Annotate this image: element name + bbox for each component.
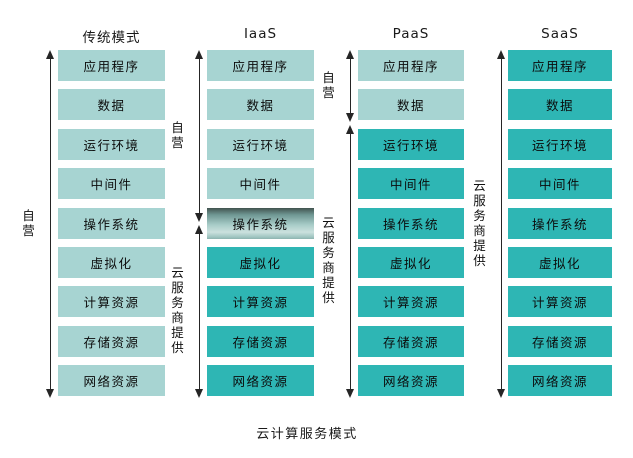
layer-box-traditional-compute: 计算资源 (58, 286, 165, 318)
layer-box-iaas-network: 网络资源 (207, 365, 314, 397)
layer-box-iaas-data: 数据 (207, 89, 314, 121)
layer-box-iaas-compute: 计算资源 (207, 286, 314, 318)
arrow-self-operated (346, 50, 355, 123)
layer-box-paas-virtualization: 虚拟化 (358, 247, 464, 278)
arrow-up-icon (195, 50, 203, 59)
segment-label-paas-self-operated: 自营 (320, 71, 335, 102)
arrow-down-icon (346, 388, 354, 398)
segment-label-traditional-self-operated: 自营 (20, 208, 35, 239)
column-header-paas: PaaS (392, 26, 430, 42)
layer-box-iaas-runtime: 运行环境 (207, 128, 314, 160)
layer-box-traditional-os: 操作系统 (58, 207, 165, 239)
layer-box-paas-compute: 计算资源 (358, 286, 464, 318)
layer-box-paas-network: 网络资源 (358, 365, 464, 397)
segment-label-iaas-self-operated: 自营 (169, 121, 184, 152)
layer-box-saas-application: 应用程序 (508, 50, 612, 81)
arrow-self-operated (195, 50, 204, 223)
arrow-line (349, 128, 352, 394)
layer-box-traditional-data: 数据 (58, 89, 165, 121)
layer-box-saas-virtualization: 虚拟化 (508, 247, 612, 278)
arrow-up-icon (346, 50, 354, 59)
layer-box-iaas-virtualization: 虚拟化 (207, 247, 314, 278)
layer-box-paas-middleware: 中间件 (358, 168, 464, 200)
arrow-provider (195, 225, 204, 398)
arrow-down-icon (195, 388, 203, 398)
layer-box-iaas-os: 操作系统 (207, 207, 314, 239)
layer-box-saas-data: 数据 (508, 89, 612, 121)
arrow-self-operated (46, 50, 55, 398)
layer-box-paas-data: 数据 (358, 89, 464, 121)
arrow-provider (346, 124, 355, 398)
arrow-up-icon (195, 225, 203, 235)
layer-box-saas-middleware: 中间件 (508, 168, 612, 200)
arrow-line (198, 229, 201, 394)
layer-box-paas-storage: 存储资源 (358, 325, 464, 357)
segment-label-saas-provider: 云服务商提供 (471, 178, 486, 269)
arrow-line (198, 54, 201, 219)
arrow-up-icon (497, 50, 505, 59)
arrow-up-icon (46, 50, 54, 59)
layer-box-saas-compute: 计算资源 (508, 286, 612, 318)
segment-label-iaas-provider: 云服务商提供 (169, 266, 184, 357)
layer-box-traditional-network: 网络资源 (58, 365, 165, 397)
layer-box-iaas-middleware: 中间件 (207, 168, 314, 200)
arrow-line (349, 54, 352, 119)
layer-box-paas-application: 应用程序 (358, 50, 464, 81)
diagram-caption: 云计算服务模式 (256, 427, 358, 442)
arrow-line (500, 54, 503, 394)
arrow-line (49, 54, 52, 394)
layer-box-iaas-application: 应用程序 (207, 50, 314, 81)
arrow-up-icon (346, 124, 354, 134)
layer-box-paas-os: 操作系统 (358, 207, 464, 239)
arrow-provider (497, 50, 506, 398)
arrow-down-icon (195, 213, 203, 223)
segment-label-paas-provider: 云服务商提供 (320, 216, 335, 307)
arrow-down-icon (497, 388, 505, 398)
layer-box-traditional-storage: 存储资源 (58, 325, 165, 357)
layer-box-saas-runtime: 运行环境 (508, 128, 612, 160)
layer-box-traditional-application: 应用程序 (58, 50, 165, 81)
column-header-saas: SaaS (541, 26, 579, 42)
layer-box-saas-os: 操作系统 (508, 207, 612, 239)
layer-box-saas-network: 网络资源 (508, 365, 612, 397)
layer-box-traditional-runtime: 运行环境 (58, 128, 165, 160)
layer-box-iaas-storage: 存储资源 (207, 325, 314, 357)
arrow-down-icon (346, 113, 354, 123)
layer-box-saas-storage: 存储资源 (508, 325, 612, 357)
arrow-down-icon (46, 388, 54, 398)
layer-box-traditional-virtualization: 虚拟化 (58, 247, 165, 278)
column-header-traditional: 传统模式 (82, 30, 141, 46)
column-header-iaas: IaaS (243, 26, 278, 42)
layer-box-traditional-middleware: 中间件 (58, 168, 165, 200)
layer-box-paas-runtime: 运行环境 (358, 128, 464, 160)
